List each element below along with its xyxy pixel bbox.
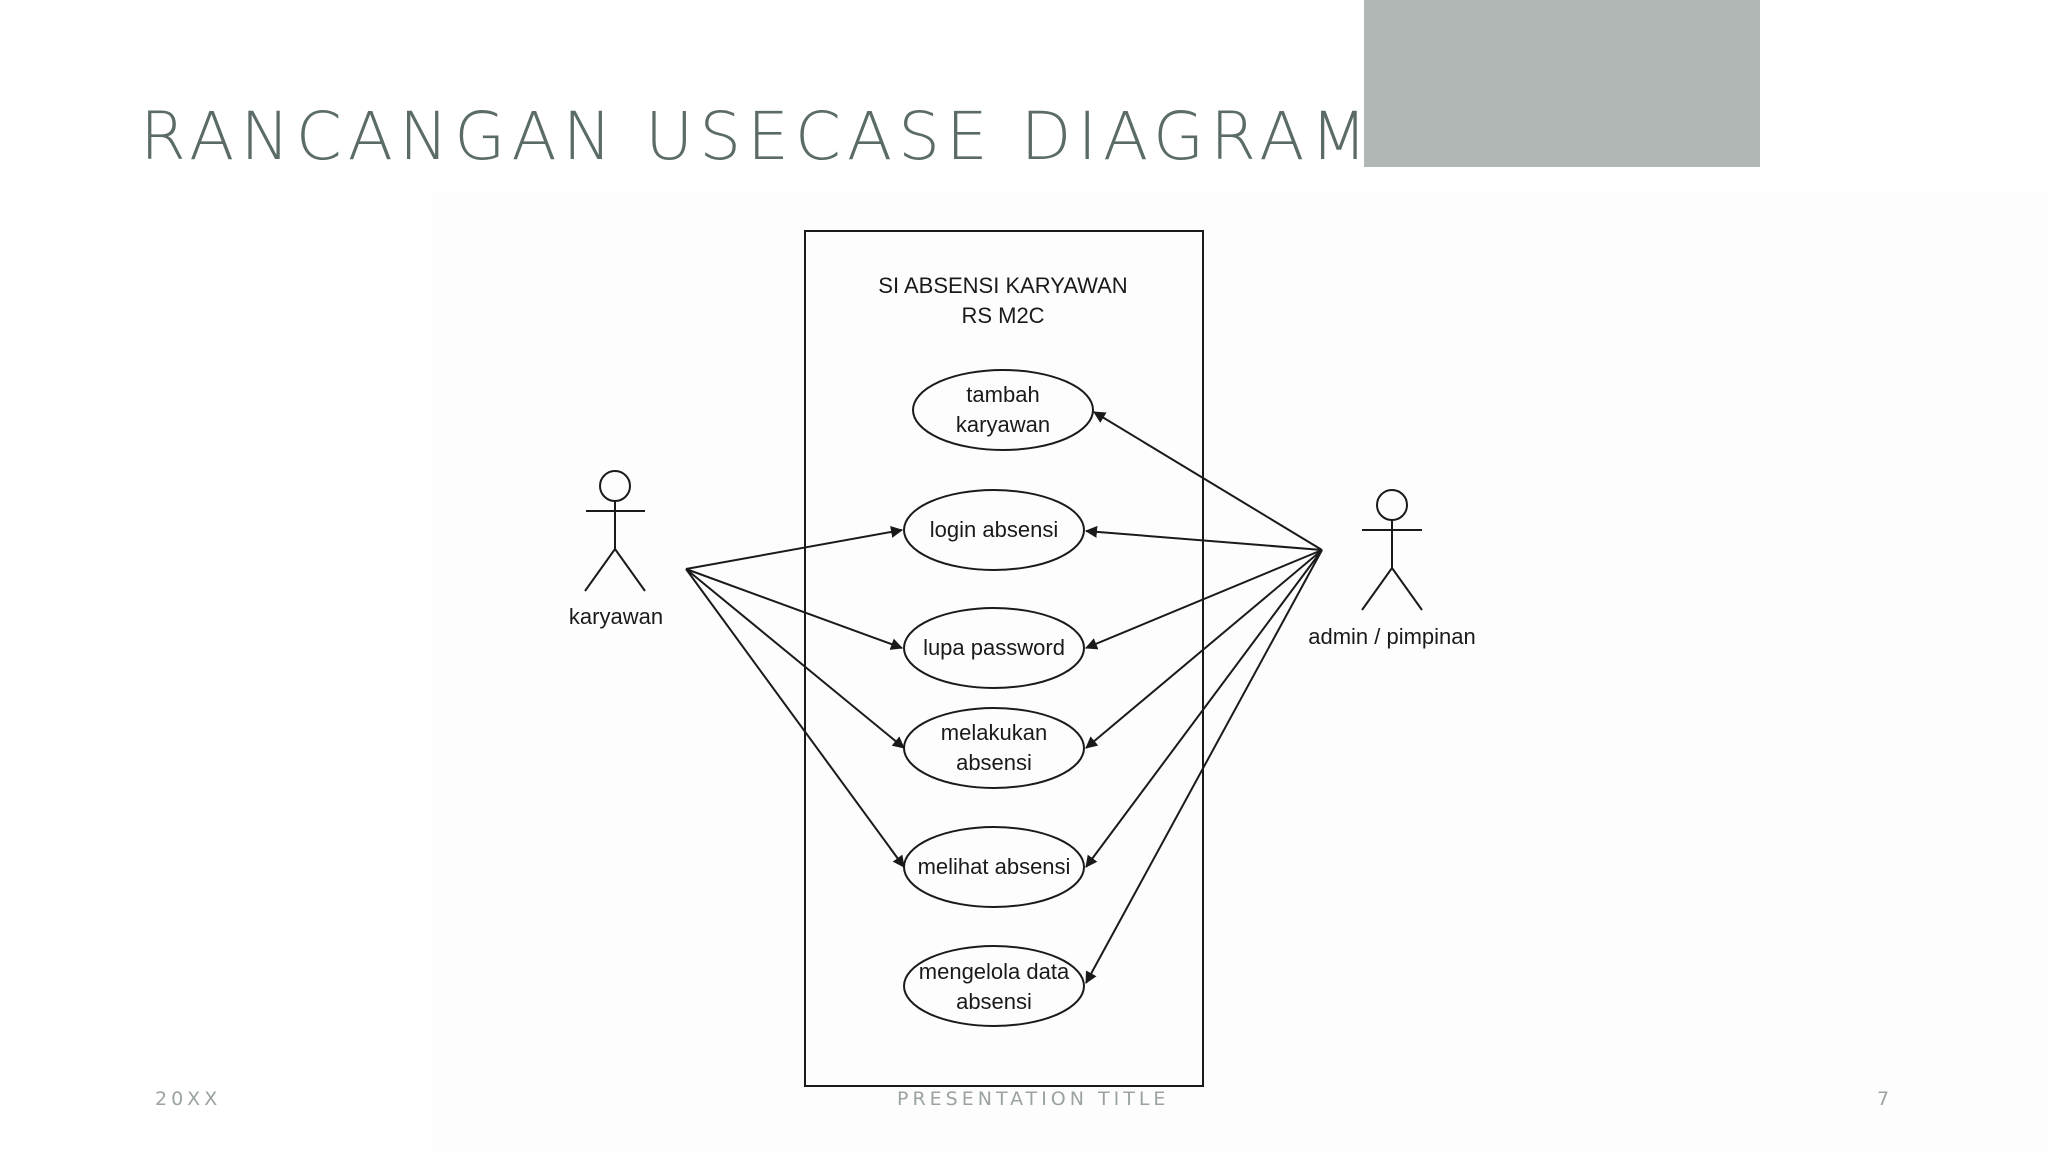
system-boundary xyxy=(804,230,1204,1087)
usecase-tambah-karyawan: tambah karyawan xyxy=(912,369,1094,451)
usecase-melihat-absensi: melihat absensi xyxy=(903,826,1085,908)
system-name-line2: RS M2C xyxy=(961,303,1044,328)
usecase-label: melihat absensi xyxy=(918,854,1071,879)
usecase-label: absensi xyxy=(956,989,1032,1014)
assoc-admin-tambah xyxy=(1093,411,1323,551)
usecase-label: mengelola data xyxy=(919,959,1070,984)
admin-associations xyxy=(1085,411,1323,984)
accent-block xyxy=(1364,0,1760,167)
usecase-login-absensi: login absensi xyxy=(903,489,1085,571)
footer-date: 20XX xyxy=(155,1088,222,1110)
usecase-melakukan-absensi: melakukan absensi xyxy=(903,707,1085,789)
actor-admin-pimpinan xyxy=(1361,489,1423,611)
usecase-lupa-password: lupa password xyxy=(903,607,1085,689)
usecase-diagram-svg: SI ABSENSI KARYAWAN RS M2C karyawan admi… xyxy=(569,230,1476,1087)
assoc-karyawan-lupa-password xyxy=(685,568,903,650)
usecase-label: lupa password xyxy=(923,635,1065,660)
system-name-line1: SI ABSENSI KARYAWAN xyxy=(878,273,1127,298)
actor-admin-label: admin / pimpinan xyxy=(1308,624,1476,649)
assoc-admin-mengelola xyxy=(1085,549,1323,984)
actor-karyawan xyxy=(584,470,646,592)
assoc-karyawan-melihat xyxy=(685,568,905,868)
usecase-label: login absensi xyxy=(930,517,1058,542)
assoc-admin-lupa-password xyxy=(1085,549,1323,650)
assoc-admin-login xyxy=(1085,525,1323,551)
usecase-label: karyawan xyxy=(956,412,1050,437)
footer-page-number: 7 xyxy=(1877,1088,1894,1110)
usecase-diagram-image: SI ABSENSI KARYAWAN RS M2C karyawan admi… xyxy=(433,193,2048,1152)
karyawan-associations xyxy=(685,526,905,868)
usecase-label: melakukan xyxy=(941,720,1047,745)
footer-presentation-title: PRESENTATION TITLE xyxy=(897,1088,1170,1110)
assoc-admin-melakukan xyxy=(1085,549,1323,749)
assoc-admin-melihat xyxy=(1085,549,1323,868)
assoc-karyawan-login xyxy=(685,526,903,570)
usecase-mengelola-data-absensi: mengelola data absensi xyxy=(903,945,1085,1027)
usecase-label: absensi xyxy=(956,750,1032,775)
slide-title: RANCANGAN USECASE DIAGRAM xyxy=(140,98,1374,175)
assoc-karyawan-melakukan xyxy=(685,568,905,749)
usecase-label: tambah xyxy=(966,382,1039,407)
actor-karyawan-label: karyawan xyxy=(569,604,663,629)
